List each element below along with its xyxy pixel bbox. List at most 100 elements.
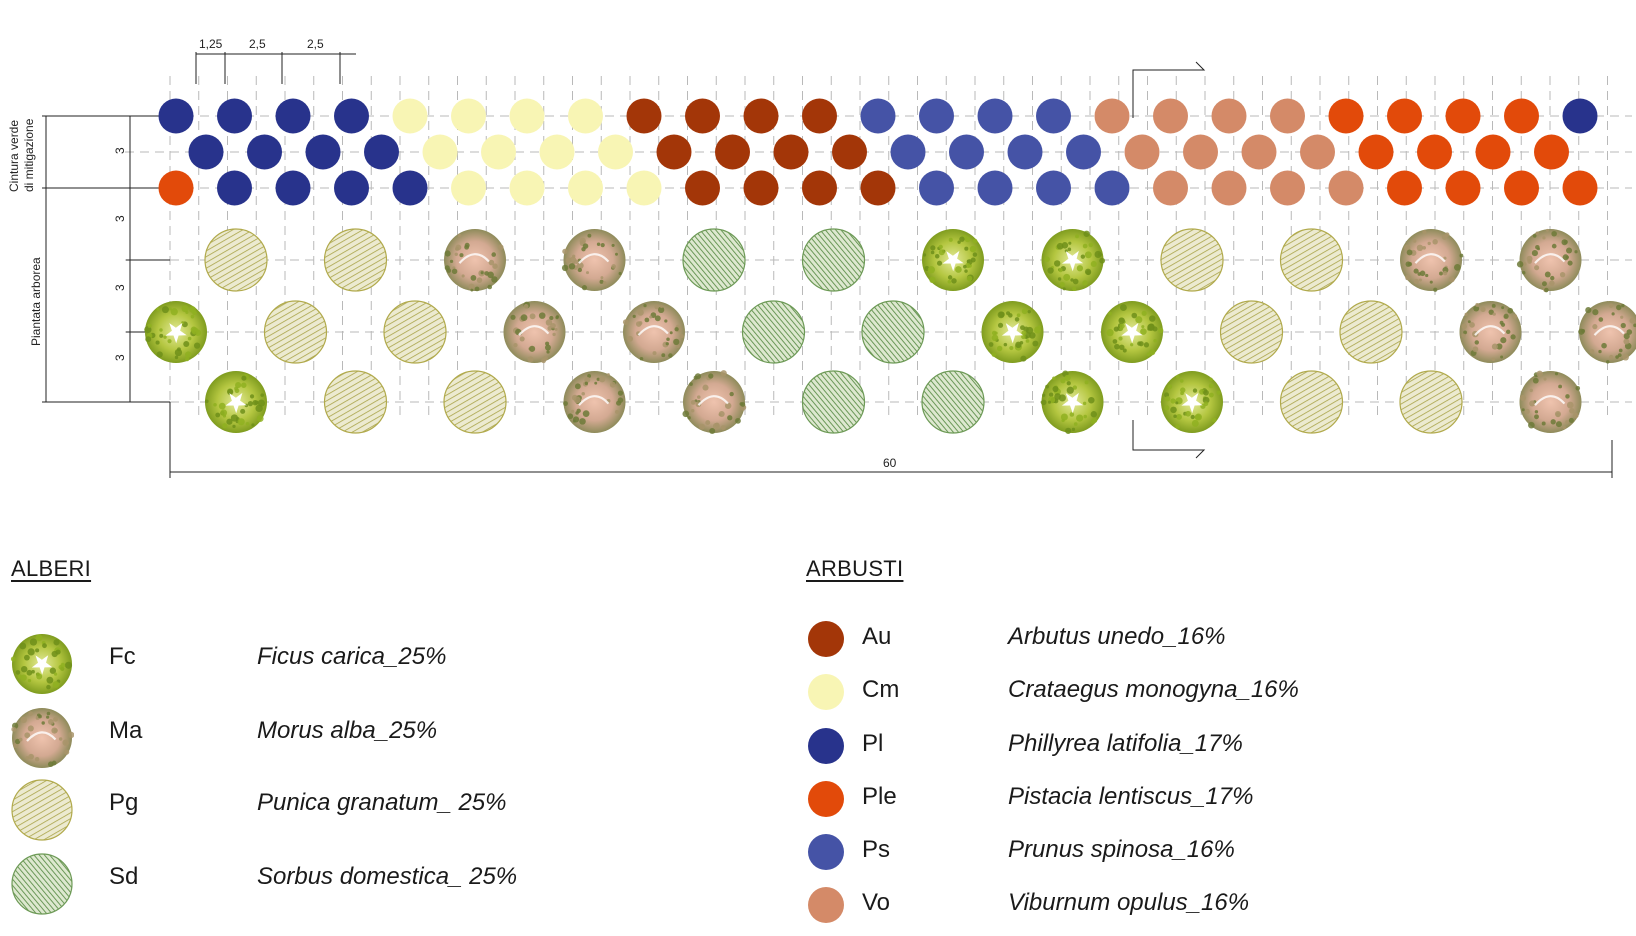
legend-species-name: Sorbus domestica_ 25% <box>257 863 518 890</box>
row-label-4: 3 <box>113 354 127 361</box>
tree-fc <box>144 301 207 363</box>
shrub-ps <box>860 98 896 134</box>
shrub-pl <box>158 98 194 134</box>
shrub-au <box>685 170 720 206</box>
shrub-vo <box>1328 170 1364 206</box>
legend-species-name: Morus alba_25% <box>257 717 438 744</box>
tree-sd <box>741 300 806 364</box>
phillyrea-latifolia-swatch <box>808 728 844 764</box>
legend-code: Ps <box>862 836 891 863</box>
plan-labels: 1,25 2,5 2,5 3 3 3 3 60 Cintura verde di… <box>7 37 897 470</box>
tree-ma <box>503 301 566 364</box>
legend-species-name: Phillyrea latifolia_17% <box>1008 730 1243 757</box>
ficus-carica-icon <box>10 634 73 694</box>
legend-code: Vo <box>862 889 891 916</box>
tree-ma <box>1578 301 1636 364</box>
side-label-mitigation-1: Cintura verde <box>7 120 21 192</box>
shrub-au <box>743 98 779 134</box>
spacing-label-1: 1,25 <box>199 37 223 51</box>
shrub-cm <box>509 170 545 206</box>
shrub-pl <box>364 134 399 170</box>
tree-ma <box>561 229 626 291</box>
shrub-pl <box>392 170 428 206</box>
shrubs-legend-title: ARBUSTI <box>806 556 904 581</box>
shrub-ps <box>1036 170 1071 206</box>
shrub-au <box>743 170 779 206</box>
tree-fc <box>922 229 984 291</box>
tree-sd <box>801 228 866 292</box>
legend-species-name: Ficus carica_25% <box>257 643 447 670</box>
dimension-lines <box>42 52 1613 478</box>
shrub-rows <box>158 98 1598 206</box>
legend-code: Au <box>862 623 892 650</box>
shrub-ps <box>1066 134 1101 170</box>
shrub-ple <box>1504 170 1539 206</box>
legend-code: Ma <box>109 717 143 744</box>
shrub-ple <box>1475 134 1511 170</box>
prunus-spinosa-swatch <box>808 834 844 870</box>
shrub-ple <box>1417 134 1452 170</box>
shrub-cm <box>481 134 516 170</box>
tree-pg <box>323 228 388 292</box>
shrub-au <box>802 98 837 134</box>
shrub-cm <box>392 98 428 134</box>
shrub-cm <box>598 134 633 170</box>
tree-pg <box>1399 370 1463 434</box>
shrub-pl <box>334 98 369 134</box>
spacing-label-2: 2,5 <box>249 37 266 51</box>
tree-pg <box>1219 300 1284 364</box>
tree-pg <box>1339 300 1403 364</box>
shrub-vo <box>1211 98 1247 134</box>
shrub-pl <box>217 170 252 206</box>
tree-ma <box>563 371 626 433</box>
side-label-trees: Piantata arborea <box>29 257 43 346</box>
trees-legend-title: ALBERI <box>11 556 92 581</box>
legend-species-name: Prunus spinosa_16% <box>1008 836 1235 863</box>
row-label-1: 3 <box>113 147 127 154</box>
arbutus-unedo-swatch <box>808 621 844 657</box>
shrub-cm <box>451 170 486 206</box>
shrub-pl <box>334 170 369 206</box>
shrub-ple <box>1534 134 1569 170</box>
shrub-ple <box>1445 170 1481 206</box>
shrub-cm <box>568 170 603 206</box>
shrub-pl <box>275 98 311 134</box>
tree-fc <box>1041 229 1106 292</box>
tree-pg <box>323 370 388 434</box>
shrub-vo <box>1241 134 1277 170</box>
shrub-ps <box>977 170 1013 206</box>
shrub-vo <box>1270 170 1305 206</box>
shrub-ps <box>890 134 926 170</box>
shrub-au <box>656 134 692 170</box>
tree-fc <box>981 301 1044 363</box>
tree-fc <box>1161 371 1223 433</box>
legend-code: Pg <box>109 789 139 816</box>
legend-code: Sd <box>109 863 139 890</box>
shrub-pl <box>247 134 282 170</box>
shrub-ple <box>1562 170 1598 206</box>
shrub-cm <box>451 98 486 134</box>
tree-fc <box>1101 301 1164 363</box>
shrub-au <box>715 134 750 170</box>
shrub-vo <box>1270 98 1305 134</box>
shrub-ps <box>977 98 1013 134</box>
shrub-au <box>773 134 809 170</box>
legend-code: Cm <box>862 676 900 703</box>
shrub-ple <box>1445 98 1481 134</box>
legend-species-name: Pistacia lentiscus_17% <box>1008 783 1254 810</box>
tree-ma <box>1400 229 1464 292</box>
tree-pg <box>443 370 507 434</box>
shrub-pl <box>275 170 311 206</box>
total-length-label: 60 <box>883 456 897 470</box>
shrub-ple <box>1504 98 1539 134</box>
tree-pg <box>1160 228 1224 292</box>
punica-granatum-icon <box>11 779 73 841</box>
legend-species-name: Viburnum opulus_16% <box>1008 889 1250 916</box>
tree-ma <box>682 370 747 435</box>
shrub-cm <box>509 98 545 134</box>
shrub-vo <box>1153 98 1188 134</box>
shrub-au <box>832 134 867 170</box>
shrub-cm <box>539 134 575 170</box>
tree-pg <box>204 228 268 292</box>
tree-pg <box>263 300 328 364</box>
